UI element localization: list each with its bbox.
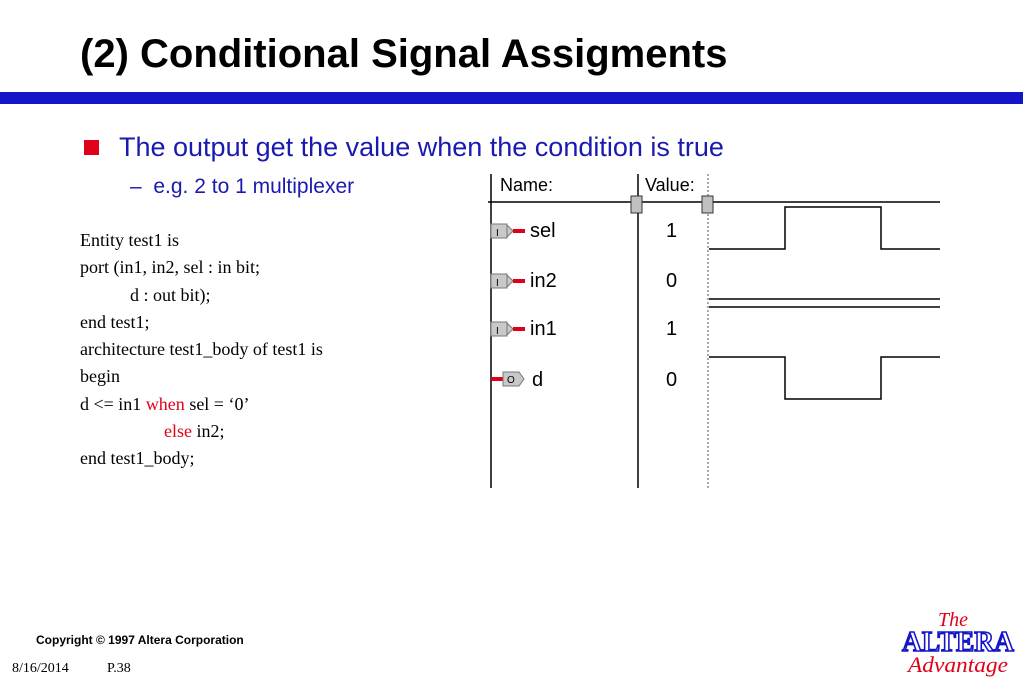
signal-name: in1 bbox=[530, 318, 557, 340]
code-line: architecture test1_body of test1 is bbox=[80, 339, 323, 360]
signal-row-d[interactable]: O d 0 bbox=[491, 369, 677, 391]
bullet-text: The output get the value when the condit… bbox=[119, 132, 724, 162]
code-text: sel = ‘0’ bbox=[184, 393, 250, 414]
input-pin-icon bbox=[490, 321, 508, 337]
signal-name: sel bbox=[530, 220, 556, 242]
signal-row-in2[interactable]: I in2 0 bbox=[490, 270, 677, 292]
keyword-when: when bbox=[145, 393, 185, 414]
code-line: end test1; bbox=[80, 311, 150, 332]
d-waveform bbox=[709, 356, 940, 400]
copyright-notice: Copyright © 1997 Altera Corporation bbox=[36, 633, 244, 647]
code-line: d <= in1 when sel = ‘0’ bbox=[80, 391, 323, 418]
code-line: port (in1, in2, sel : in bit; bbox=[80, 257, 260, 278]
output-pin-icon bbox=[502, 371, 525, 387]
pin-direction-label: I bbox=[496, 278, 499, 289]
code-text: d <= in1 bbox=[80, 393, 146, 414]
name-column-header: Name: bbox=[500, 175, 553, 195]
signal-row-sel[interactable]: I sel 1 bbox=[490, 220, 677, 242]
code-line: Entity test1 is bbox=[80, 230, 179, 250]
signal-name: d bbox=[532, 369, 543, 391]
sub-bullet: – e.g. 2 to 1 multiplexer bbox=[130, 175, 354, 199]
pin-direction-label: I bbox=[496, 326, 499, 337]
signal-name: in2 bbox=[530, 270, 557, 292]
logo-tagline: Advantage bbox=[906, 652, 1008, 677]
signal-value: 1 bbox=[666, 220, 677, 242]
title-underline-bar bbox=[0, 92, 1023, 104]
pin-direction-label: I bbox=[496, 228, 499, 239]
pin-direction-label: O bbox=[507, 375, 515, 386]
logo-the: The bbox=[938, 609, 968, 631]
code-line: end test1_body; bbox=[80, 448, 195, 469]
name-column-handle[interactable] bbox=[630, 195, 643, 214]
value-column-header: Value: bbox=[645, 175, 695, 195]
value-column-handle[interactable] bbox=[701, 195, 714, 214]
sub-bullet-text: e.g. 2 to 1 multiplexer bbox=[153, 175, 355, 198]
slide-title: (2) Conditional Signal Assigments bbox=[80, 32, 728, 76]
code-line: else in2; bbox=[80, 418, 323, 445]
bullet-square-icon bbox=[84, 140, 99, 155]
code-line: d : out bit); bbox=[130, 284, 211, 305]
vhdl-code-block: Entity test1 is port (in1, in2, sel : in… bbox=[80, 227, 323, 473]
sub-bullet-dash: – bbox=[130, 175, 142, 198]
signal-value: 1 bbox=[666, 318, 677, 340]
footer-page-number: P.38 bbox=[107, 661, 131, 676]
input-pin-icon bbox=[490, 223, 508, 239]
sel-waveform bbox=[709, 206, 940, 250]
keyword-else: else bbox=[164, 421, 192, 442]
code-text: in2; bbox=[191, 421, 225, 442]
logo-brand: ALTERA bbox=[902, 627, 1015, 658]
signal-value: 0 bbox=[666, 369, 677, 391]
code-line: begin bbox=[80, 366, 120, 387]
input-pin-icon bbox=[490, 273, 508, 289]
altera-logo: The ALTERA Advantage bbox=[901, 609, 1015, 677]
signal-row-in1[interactable]: I in1 1 bbox=[490, 318, 677, 340]
signal-value: 0 bbox=[666, 270, 677, 292]
footer-date: 8/16/2014 bbox=[12, 661, 69, 676]
waveform-viewer: Name: Value: I sel 1 I in2 0 I in1 1 O d bbox=[488, 174, 940, 488]
